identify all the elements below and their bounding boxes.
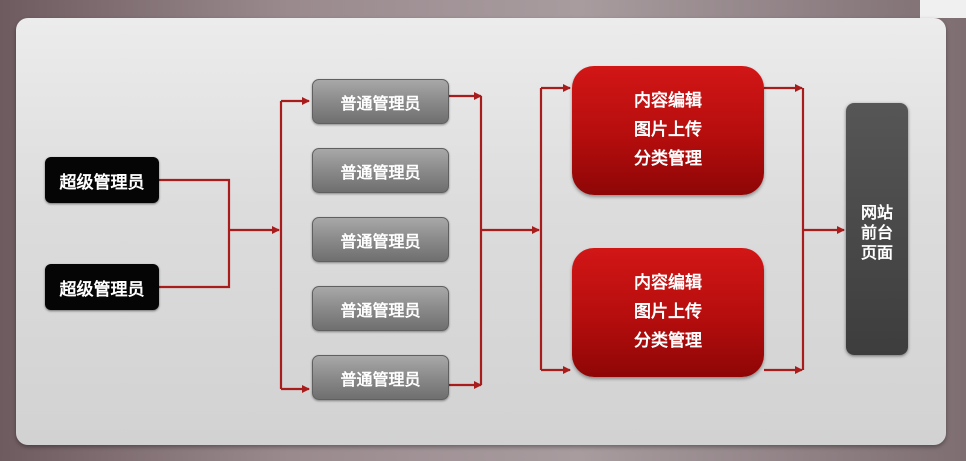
connector-super-2 [159, 230, 231, 289]
site-label-line2: 前台 [860, 223, 893, 242]
top-right-corner [920, 0, 966, 18]
super-admin-2: 超级管理员 [45, 264, 159, 310]
normal-admin-3: 普通管理员 [312, 217, 449, 262]
permission-category-manage: 分类管理 [634, 149, 702, 169]
connector-super-1 [159, 178, 231, 230]
site-label-line3: 页面 [860, 243, 893, 262]
normal-admin-1: 普通管理员 [312, 79, 449, 124]
permission-image-upload: 图片上传 [634, 302, 702, 322]
super-admin-1: 超级管理员 [45, 157, 159, 203]
permission-box-1: 内容编辑 图片上传 分类管理 [572, 66, 764, 195]
permission-content-edit: 内容编辑 [634, 273, 702, 293]
normal-admin-2: 普通管理员 [312, 148, 449, 193]
permission-category-manage: 分类管理 [634, 331, 702, 351]
permission-box-2: 内容编辑 图片上传 分类管理 [572, 248, 764, 377]
permission-image-upload: 图片上传 [634, 120, 702, 140]
site-label-line1: 网站 [860, 203, 893, 222]
normal-admin-5: 普通管理员 [312, 355, 449, 400]
website-frontend-box: 网站 前台 页面 [846, 103, 908, 355]
normal-admin-4: 普通管理员 [312, 286, 449, 331]
permission-content-edit: 内容编辑 [634, 91, 702, 111]
